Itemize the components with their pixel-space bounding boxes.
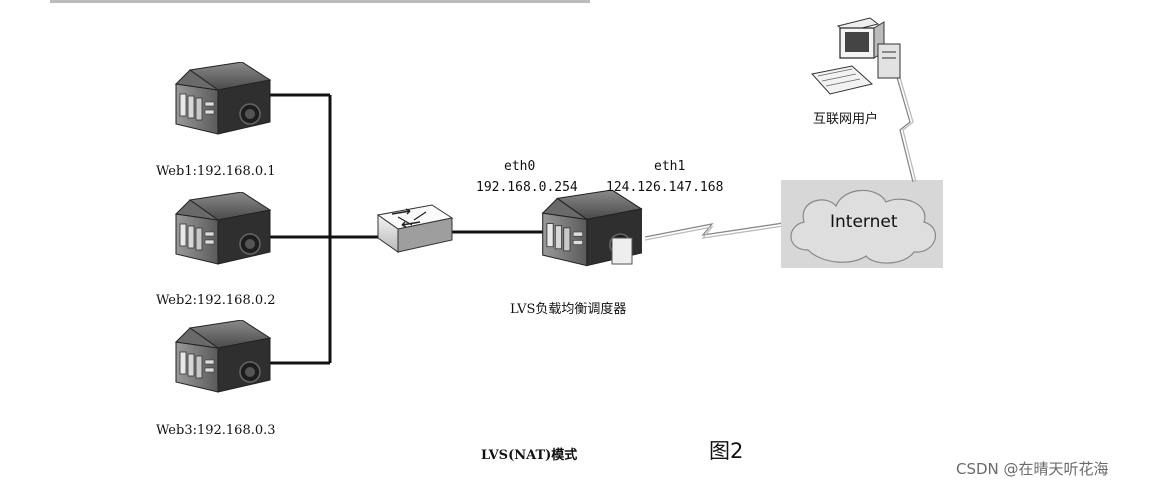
lan-wiring xyxy=(268,93,545,365)
server-icon xyxy=(175,192,271,265)
eth1-name: eth1 xyxy=(654,159,685,174)
user-link xyxy=(895,73,917,183)
internet-user: 互联网用户 xyxy=(811,17,901,127)
mode-caption: LVS(NAT)模式 xyxy=(481,447,577,463)
server-icon xyxy=(175,62,271,135)
internet-label: Internet xyxy=(830,212,898,232)
web1-label: Web1:192.168.0.1 xyxy=(156,164,276,179)
eth0-ip: 192.168.0.254 xyxy=(476,180,578,195)
switch xyxy=(376,204,454,253)
figure-caption: 图2 xyxy=(709,439,743,463)
server-icon xyxy=(175,320,271,393)
wan-link xyxy=(644,221,791,241)
web-server-3: Web3:192.168.0.3 xyxy=(156,320,276,438)
user-label: 互联网用户 xyxy=(813,111,878,127)
switch-icon xyxy=(376,204,454,253)
lvs-director: eth0 192.168.0.254 eth1 124.126.147.168 … xyxy=(476,159,723,317)
computer-icon xyxy=(811,17,901,95)
cloud-outline xyxy=(790,189,936,264)
eth0-name: eth0 xyxy=(504,159,535,174)
web-server-2: Web2:192.168.0.2 xyxy=(156,192,276,308)
web3-label: Web3:192.168.0.3 xyxy=(156,423,276,438)
eth1-ip: 124.126.147.168 xyxy=(606,180,723,195)
web2-label: Web2:192.168.0.2 xyxy=(156,293,276,308)
web-server-1: Web1:192.168.0.1 xyxy=(156,62,276,179)
nic-port xyxy=(611,237,633,265)
director-label: LVS负载均衡调度器 xyxy=(510,301,626,317)
csdn-watermark: CSDN @在晴天听花海 xyxy=(956,460,1109,478)
cropped-header-fragment xyxy=(50,0,590,3)
internet-cloud: Internet xyxy=(781,180,943,268)
